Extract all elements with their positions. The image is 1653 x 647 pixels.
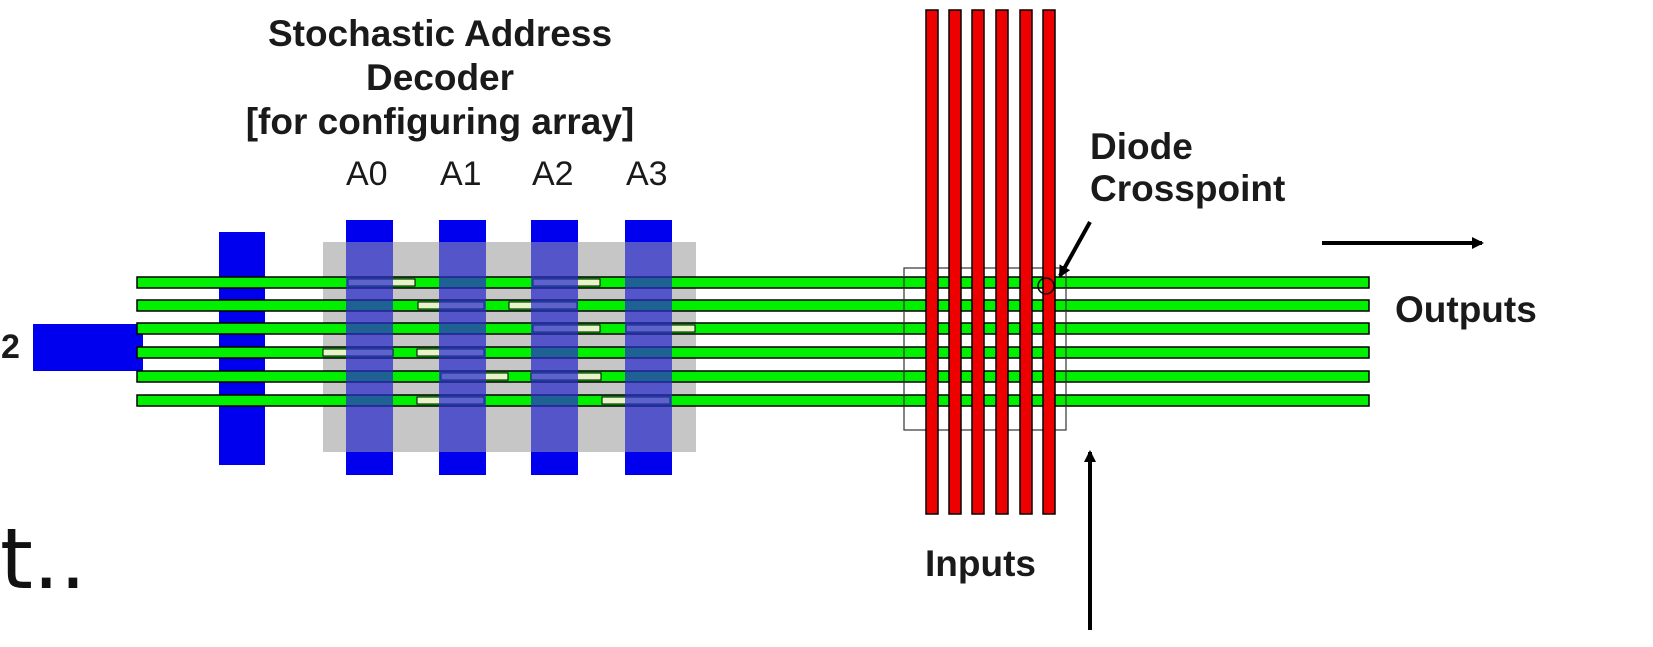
address-label-a2: A2: [532, 155, 574, 193]
outputs-label: Outputs: [1395, 289, 1537, 330]
input-wire-1: [925, 9, 939, 515]
nanowire-5: [136, 370, 1370, 383]
diode-crosspoint-marker: [1037, 277, 1055, 295]
address-wire-overlays: [346, 242, 672, 452]
nanowires: [136, 276, 1370, 407]
address-wire-a0-top: [346, 220, 393, 242]
address-wire-a0-bottom: [346, 452, 393, 475]
contact-pad: [33, 324, 143, 371]
input-wires: [925, 9, 1056, 515]
input-wire-4: [995, 9, 1009, 515]
address-wire-a2-overlay: [531, 242, 578, 452]
diode-label-line-1: Diode: [1090, 126, 1193, 167]
address-wire-stubs: [346, 220, 672, 475]
decoder-title-line-3: [for configuring array]: [245, 101, 635, 142]
address-label-a1: A1: [440, 155, 482, 193]
input-wire-3: [971, 9, 985, 515]
input-wire-2: [948, 9, 962, 515]
address-wire-a1-top: [439, 220, 486, 242]
left-edge-fragment: 2: [1, 328, 20, 366]
address-wire-a3-bottom: [625, 452, 672, 475]
nanowire-3: [136, 322, 1370, 335]
decoder-title-line-2: Decoder: [365, 57, 515, 98]
diode-arrow: [1058, 221, 1092, 278]
crosspoint-box: [903, 267, 1067, 431]
address-label-a0: A0: [346, 155, 388, 193]
address-wire-a1-overlay: [439, 242, 486, 452]
nanowire-4: [136, 346, 1370, 359]
decoder-title: Stochastic Address Decoder [for configur…: [200, 12, 680, 144]
nanowire-1: [136, 276, 1370, 289]
diode-label: Diode Crosspoint: [1090, 126, 1285, 210]
nanowire-2: [136, 299, 1370, 312]
diode-label-line-2: Crosspoint: [1090, 168, 1286, 209]
input-wire-5: [1019, 9, 1033, 515]
address-wire-a1-bottom: [439, 452, 486, 475]
address-wire-a3-top: [625, 220, 672, 242]
address-wire-a2-top: [531, 220, 578, 242]
address-wire-a0-overlay: [346, 242, 393, 452]
address-wire-a3-overlay: [625, 242, 672, 452]
nanowire-6: [136, 394, 1370, 407]
inputs-label: Inputs: [925, 543, 1036, 584]
decoder-title-line-1: Stochastic Address: [267, 13, 613, 54]
address-wire-a2-bottom: [531, 452, 578, 475]
address-label-a3: A3: [626, 155, 668, 193]
bottom-text-fragment: t..: [0, 510, 87, 608]
input-wire-6: [1042, 9, 1056, 515]
